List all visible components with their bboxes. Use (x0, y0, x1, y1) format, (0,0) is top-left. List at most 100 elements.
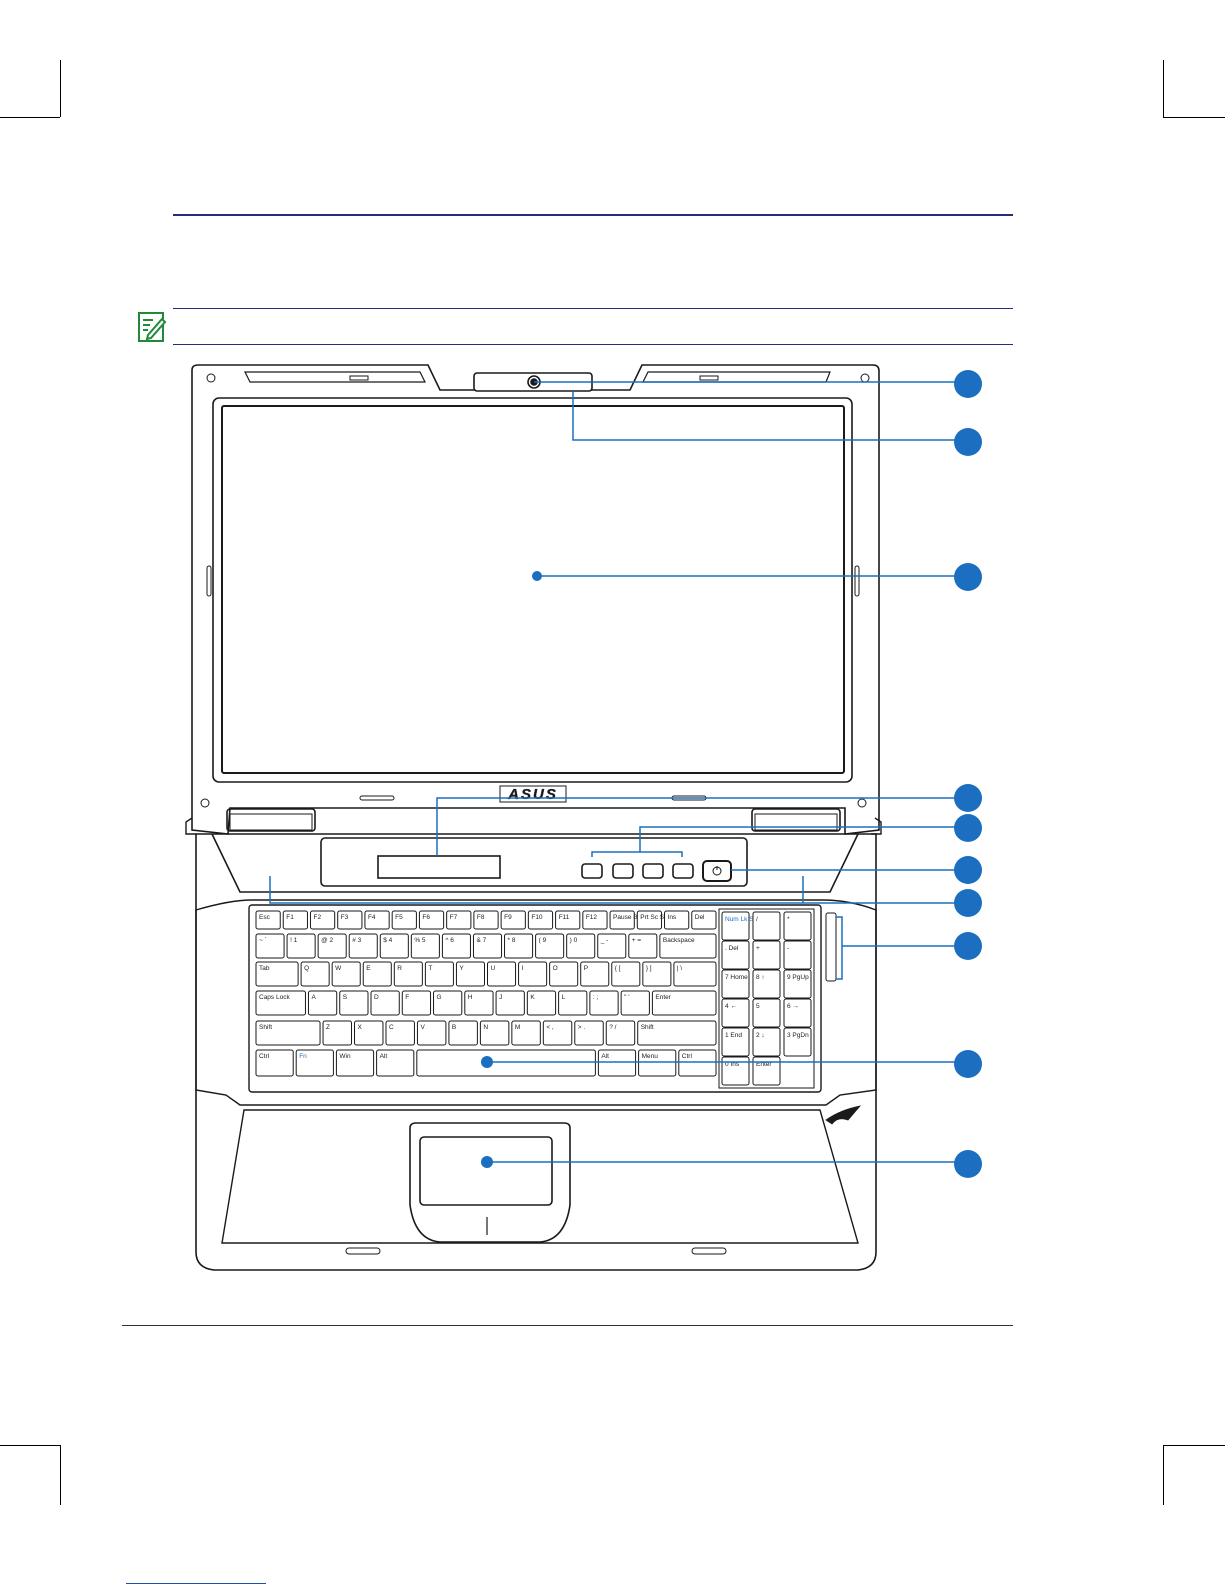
numpad-key[interactable] (721, 969, 750, 999)
key[interactable] (464, 990, 494, 1016)
key[interactable] (664, 910, 690, 930)
key[interactable] (255, 910, 281, 930)
key[interactable] (448, 1020, 478, 1046)
numpad-key[interactable] (783, 998, 812, 1028)
key[interactable] (472, 933, 503, 959)
key[interactable] (691, 910, 717, 930)
key[interactable] (416, 1049, 596, 1077)
key[interactable] (479, 1020, 510, 1046)
key[interactable] (605, 1020, 636, 1046)
key[interactable] (504, 933, 534, 959)
key[interactable] (364, 910, 390, 930)
numpad-key[interactable] (721, 1027, 750, 1057)
numpad-key[interactable] (783, 1027, 812, 1057)
key[interactable] (376, 1049, 415, 1077)
key[interactable] (370, 990, 400, 1016)
numpad-key[interactable] (721, 911, 750, 941)
key[interactable] (582, 910, 608, 930)
key[interactable] (638, 1049, 677, 1077)
key[interactable] (286, 933, 316, 959)
key[interactable] (574, 1020, 604, 1046)
key[interactable] (580, 961, 610, 987)
key[interactable] (611, 961, 641, 987)
numpad-key[interactable] (752, 998, 781, 1028)
numpad-key[interactable] (721, 1056, 750, 1086)
key[interactable] (555, 910, 581, 930)
key[interactable] (542, 1020, 573, 1046)
key[interactable] (673, 961, 717, 987)
key[interactable] (566, 933, 596, 959)
key[interactable] (300, 961, 330, 987)
key[interactable] (416, 1020, 447, 1046)
key[interactable] (339, 990, 369, 1016)
key[interactable] (500, 910, 526, 930)
key[interactable] (455, 961, 485, 987)
key[interactable] (385, 1020, 415, 1046)
key[interactable] (597, 933, 627, 959)
numpad-key[interactable] (721, 940, 750, 970)
key[interactable] (511, 1020, 541, 1046)
key[interactable] (637, 1020, 717, 1046)
key[interactable] (307, 990, 338, 1016)
key[interactable] (642, 961, 672, 987)
key[interactable] (441, 933, 471, 959)
key[interactable] (354, 1020, 384, 1046)
key[interactable] (322, 1020, 353, 1046)
numpad-key[interactable] (752, 1027, 781, 1057)
key[interactable] (410, 933, 440, 959)
key[interactable] (255, 933, 285, 959)
key[interactable] (527, 910, 554, 930)
key[interactable] (337, 910, 363, 930)
key[interactable] (597, 1049, 637, 1077)
numpad-key[interactable] (752, 911, 781, 941)
key[interactable] (401, 990, 432, 1016)
key[interactable] (495, 990, 525, 1016)
key[interactable] (535, 933, 565, 959)
key[interactable] (526, 990, 557, 1016)
key[interactable] (362, 961, 392, 987)
key[interactable] (558, 990, 588, 1016)
key[interactable] (518, 961, 548, 987)
keyboard-deck (195, 899, 877, 1106)
key[interactable] (391, 910, 417, 930)
key-label: P (584, 965, 588, 972)
key[interactable] (433, 990, 463, 1016)
key[interactable] (589, 990, 619, 1016)
key[interactable] (309, 910, 336, 930)
key[interactable] (636, 910, 663, 930)
key[interactable] (255, 1049, 294, 1077)
key-label: " ' (624, 994, 629, 1001)
key[interactable] (282, 910, 308, 930)
key-label: Shift (641, 1024, 654, 1031)
numpad-key[interactable] (752, 940, 781, 970)
numpad-key[interactable] (752, 1056, 781, 1086)
footer-link-underline (126, 1583, 266, 1584)
key[interactable] (424, 961, 454, 987)
key[interactable] (255, 1020, 321, 1046)
key[interactable] (393, 961, 423, 987)
key[interactable] (317, 933, 347, 959)
key[interactable] (418, 910, 445, 930)
key[interactable] (651, 990, 717, 1016)
key[interactable] (473, 910, 499, 930)
key[interactable] (335, 1049, 375, 1077)
key[interactable] (628, 933, 658, 959)
key[interactable] (620, 990, 650, 1016)
numpad-key[interactable] (721, 998, 750, 1028)
key[interactable] (331, 961, 361, 987)
key[interactable] (549, 961, 579, 987)
key[interactable] (659, 933, 717, 959)
key[interactable] (609, 910, 635, 930)
key[interactable] (446, 910, 472, 930)
key[interactable] (295, 1049, 334, 1077)
numpad-key[interactable] (783, 911, 812, 941)
key[interactable] (487, 961, 517, 987)
key[interactable] (379, 933, 409, 959)
numpad-key[interactable] (783, 969, 812, 999)
key[interactable] (678, 1049, 717, 1077)
numpad-key[interactable] (752, 969, 781, 999)
key[interactable] (348, 933, 378, 959)
numpad-key[interactable] (783, 940, 812, 970)
key[interactable] (255, 990, 306, 1016)
key[interactable] (255, 961, 299, 987)
